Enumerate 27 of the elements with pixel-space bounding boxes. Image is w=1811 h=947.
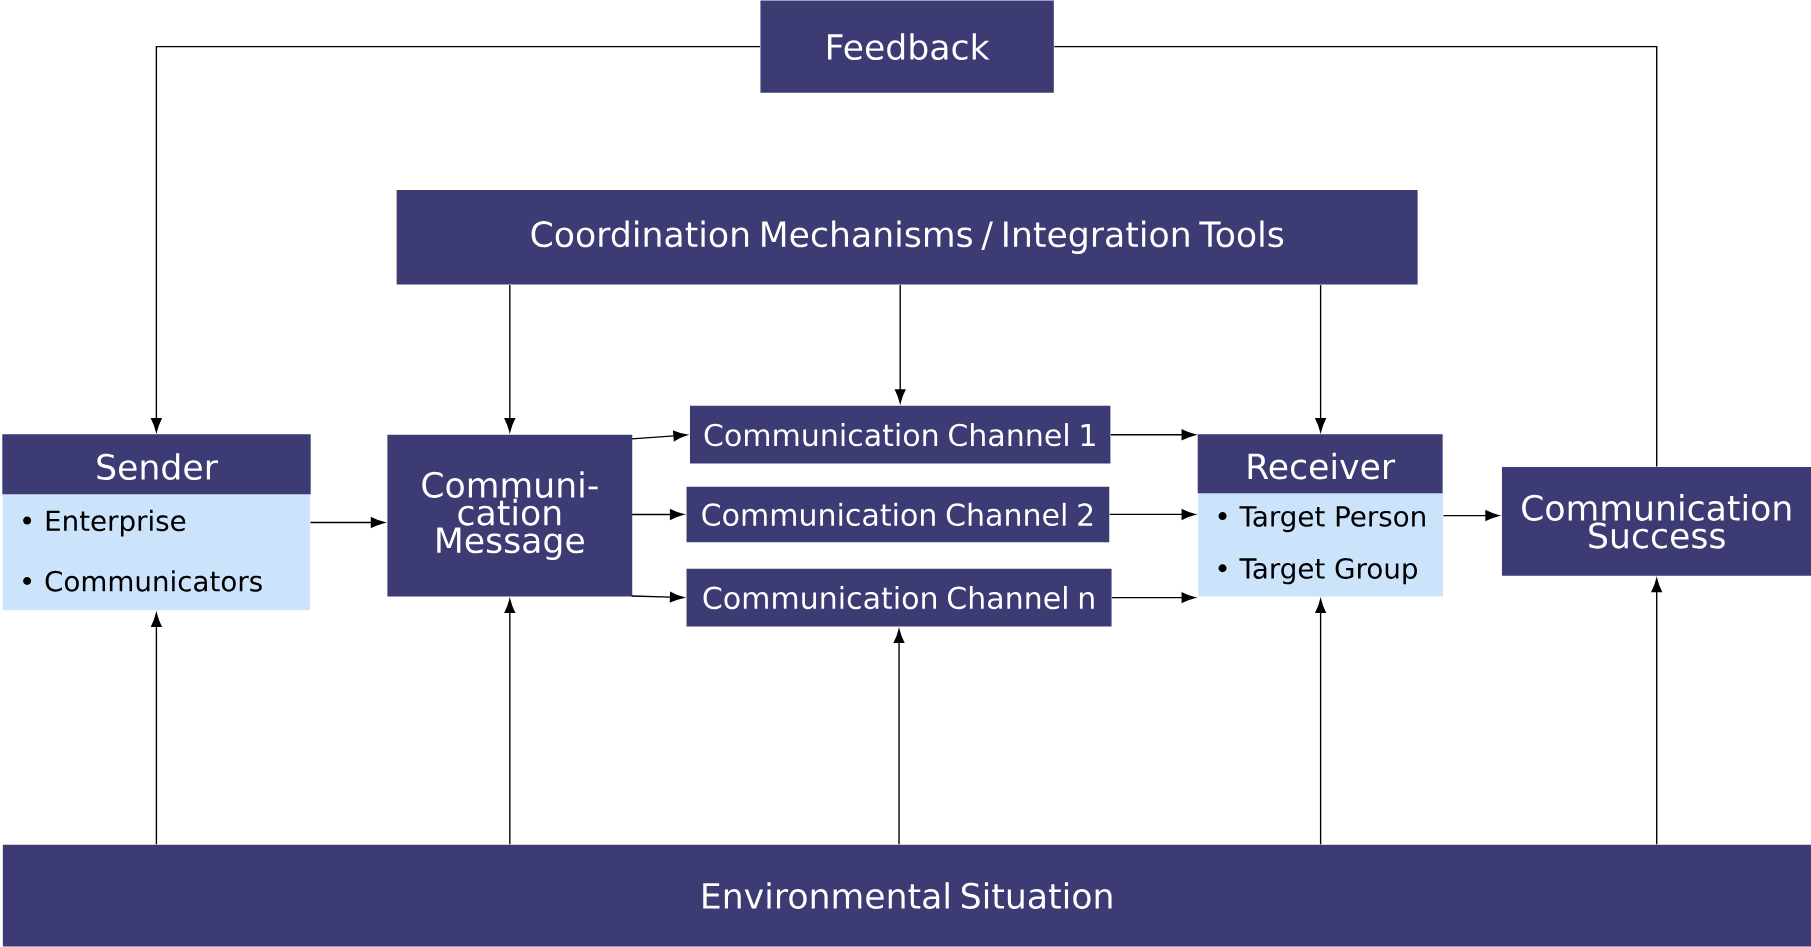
arrow bbox=[504, 284, 516, 432]
arrow bbox=[504, 599, 516, 845]
arrow bbox=[893, 629, 905, 845]
channel-box: Communication Channel 1 bbox=[690, 405, 1111, 464]
receiver-box: Receiver • Target Person • Target Group bbox=[1197, 434, 1444, 597]
label-box: Feedback bbox=[760, 0, 1054, 93]
arrow bbox=[1109, 509, 1196, 520]
arrow bbox=[894, 284, 906, 404]
arrow bbox=[309, 517, 385, 528]
arrow bbox=[151, 613, 162, 845]
arrow bbox=[1651, 578, 1662, 845]
header-box: Coordination Mechanisms / Integration Tools bbox=[396, 189, 1418, 285]
message-box: Communi- cation Message bbox=[387, 434, 633, 597]
arrow bbox=[151, 45, 761, 432]
arrow bbox=[1442, 510, 1500, 521]
base-band: Environmental Situation bbox=[2, 844, 1811, 947]
channel-box: Communication Channel 2 bbox=[686, 486, 1110, 543]
arrow bbox=[1110, 429, 1196, 440]
arrow bbox=[631, 591, 684, 603]
arrow bbox=[631, 509, 684, 520]
sender-box: Sender • Enterprise • Communicators bbox=[2, 434, 311, 611]
arrow bbox=[631, 430, 688, 442]
arrow bbox=[1315, 284, 1326, 432]
arrow bbox=[1111, 592, 1196, 603]
result-box: Communication Success bbox=[1501, 467, 1811, 576]
channel-box: Communication Channel n bbox=[686, 568, 1112, 627]
arrow bbox=[1315, 599, 1326, 845]
